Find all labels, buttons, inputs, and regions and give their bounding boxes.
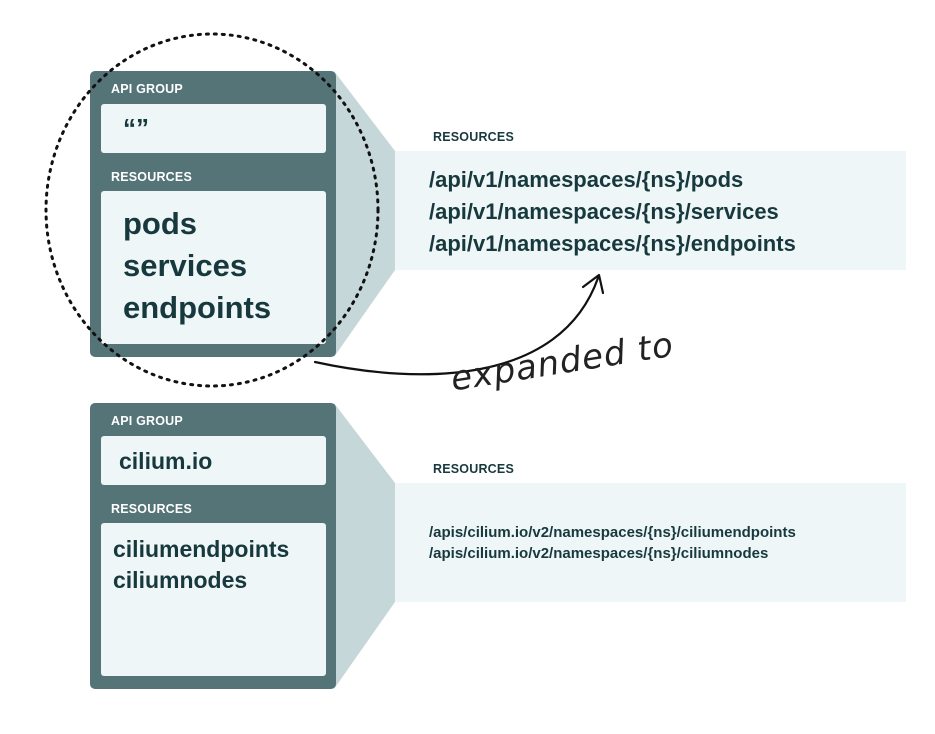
lower-projection (334, 403, 395, 689)
lower-expanded-panel (395, 483, 906, 602)
resource-item: services (123, 248, 248, 283)
lower-api-group-label: API GROUP (111, 414, 183, 428)
lower-api-group-card: API GROUP cilium.io RESOURCES ciliumendp… (90, 403, 336, 689)
upper-projection (334, 71, 395, 357)
upper-resources-box: pods services endpoints (101, 191, 326, 344)
upper-resources-label: RESOURCES (111, 170, 192, 184)
upper-expanded-title: RESOURCES (433, 130, 514, 144)
resource-item: ciliumnodes (113, 567, 248, 593)
upper-expanded-panel (395, 151, 906, 270)
arrow-head-icon (581, 273, 605, 295)
lower-resources-box: ciliumendpoints ciliumnodes (101, 523, 326, 676)
upper-api-group-card: API GROUP “” RESOURCES pods services end… (90, 71, 336, 357)
lower-resources-list: ciliumendpoints ciliumnodes (113, 534, 289, 596)
resource-path: /apis/cilium.io/v2/namespaces/{ns}/ciliu… (429, 524, 796, 541)
lower-resources-label: RESOURCES (111, 502, 192, 516)
resource-item: endpoints (123, 290, 272, 325)
resource-path: /api/v1/namespaces/{ns}/services (429, 199, 779, 224)
resource-item: ciliumendpoints (113, 536, 290, 562)
lower-api-group-value: cilium.io (119, 448, 213, 474)
lower-api-group-box: cilium.io (101, 436, 326, 485)
upper-api-group-value: “” (123, 113, 149, 143)
resource-item: pods (123, 206, 198, 241)
dotted-highlight-circle (44, 32, 380, 388)
expanded-arrow (313, 276, 600, 376)
resource-path: /api/v1/namespaces/{ns}/pods (429, 167, 744, 192)
upper-resources-list: pods services endpoints (123, 203, 271, 329)
resource-path: /apis/cilium.io/v2/namespaces/{ns}/ciliu… (429, 545, 769, 562)
lower-expanded-title: RESOURCES (433, 462, 514, 476)
upper-api-group-box: “” (101, 104, 326, 153)
upper-api-group-label: API GROUP (111, 82, 183, 96)
lower-expanded-paths: /apis/cilium.io/v2/namespaces/{ns}/ciliu… (429, 522, 796, 564)
resource-path: /api/v1/namespaces/{ns}/endpoints (429, 231, 796, 256)
upper-expanded-paths: /api/v1/namespaces/{ns}/pods /api/v1/nam… (429, 164, 796, 260)
